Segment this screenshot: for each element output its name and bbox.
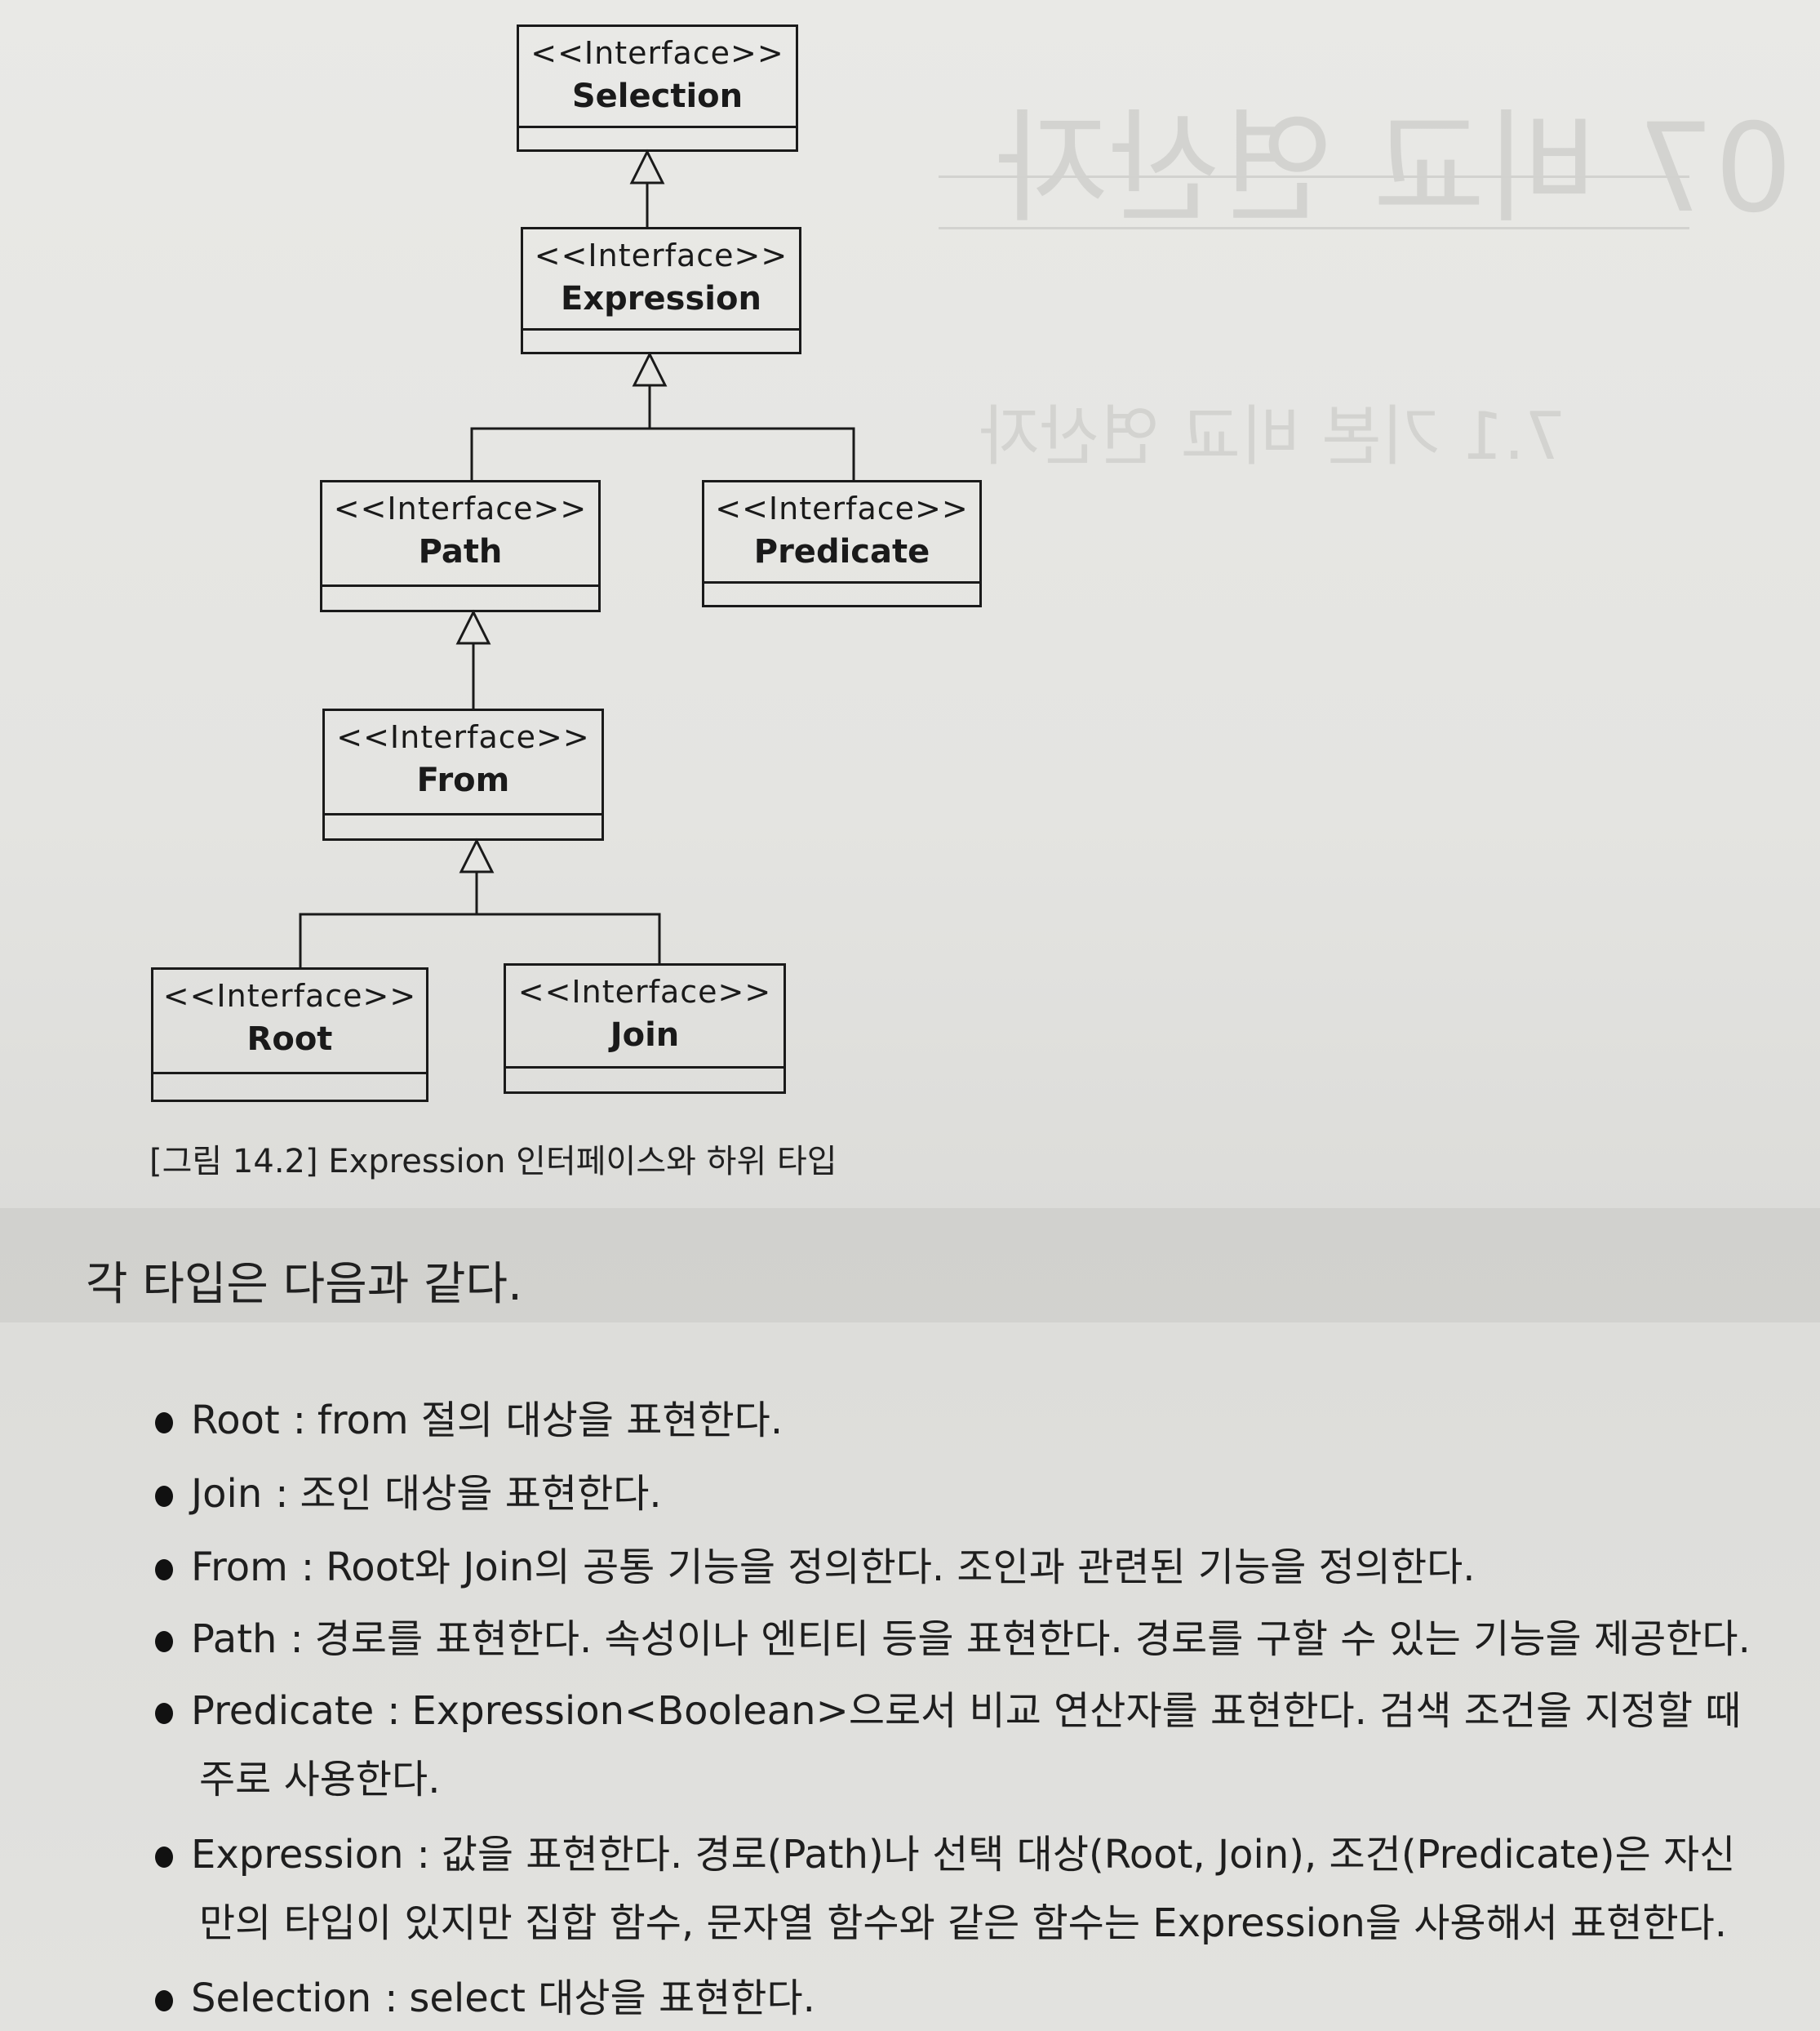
description: from 절의 대상을 표현한다. [317,1398,783,1443]
compartment-divider [523,328,799,331]
list-item-selection: Selection:select 대상을 표현한다. [155,1966,815,2023]
list-item-expression: Expression:값을 표현한다. 경로(Path)나 선택 대상(Root… [155,1822,1735,1879]
compartment-divider [322,584,598,587]
separator: : [387,1688,401,1734]
compartment-divider [519,126,796,128]
description: 조인 대상을 표현한다. [300,1471,662,1517]
class-name: Root [246,1020,333,1058]
bullet-icon [155,1703,173,1724]
stereotype-label: <<Interface>> [530,35,784,71]
intro-paragraph: 각 타입은 다음과 같다. [86,1258,522,1311]
uml-connectors [299,149,855,967]
bullet-icon [155,1847,173,1868]
separator: : [416,1832,430,1878]
stereotype-label: <<Interface>> [336,719,590,755]
class-name: From [416,762,510,799]
term: From [191,1544,288,1590]
bullet-icon [155,1559,173,1580]
separator: : [292,1398,306,1443]
list-item-path: Path:경로를 표현한다. 속성이나 엔티티 등을 표현한다. 경로를 구할 … [155,1607,1751,1664]
uml-class-from: <<Interface>> From [322,709,604,841]
class-name: Predicate [753,533,930,571]
class-name: Path [418,533,503,571]
bullet-icon [155,1486,173,1507]
bullet-icon [155,1631,173,1652]
bullet-icon [155,1990,173,2011]
list-item-predicate: Predicate:Expression<Boolean>으로서 비교 연산자를… [155,1678,1741,1735]
separator: : [275,1471,289,1517]
description: 값을 표현한다. 경로(Path)나 선택 대상(Root, Join), 조건… [441,1832,1736,1878]
class-name: Selection [571,78,744,115]
uml-class-join: <<Interface>> Join [504,963,786,1094]
separator: : [300,1544,315,1590]
list-item-from: From:Root와 Join의 공통 기능을 정의한다. 조인과 관련된 기능… [155,1535,1476,1592]
term: Expression [191,1832,404,1878]
description: Expression<Boolean>으로서 비교 연산자를 표현한다. 검색 … [411,1688,1742,1734]
list-item-predicate-continuation: 주로 사용한다. [199,1757,441,1802]
compartment-divider [506,1066,783,1069]
term: Join [191,1471,263,1517]
list-item-root: Root:from 절의 대상을 표현한다. [155,1388,783,1445]
stereotype-label: <<Interface>> [333,491,588,527]
stereotype-label: <<Interface>> [534,238,788,273]
uml-class-expression: <<Interface>> Expression [521,227,801,354]
stereotype-label: <<Interface>> [517,974,772,1010]
compartment-divider [153,1072,426,1074]
description: Root와 Join의 공통 기능을 정의한다. 조인과 관련된 기능을 정의한… [326,1544,1476,1590]
stereotype-label: <<Interface>> [715,491,969,527]
stereotype-label: <<Interface>> [162,978,417,1014]
description: 경로를 표현한다. 속성이나 엔티티 등을 표현한다. 경로를 구할 수 있는 … [314,1616,1751,1662]
class-name: Expression [561,280,761,318]
uml-class-predicate: <<Interface>> Predicate [702,480,982,607]
uml-class-root: <<Interface>> Root [151,967,428,1102]
term: Predicate [191,1688,375,1734]
term: Path [191,1616,277,1662]
compartment-divider [704,581,979,584]
compartment-divider [325,813,601,816]
list-item-expression-continuation: 만의 타입이 있지만 집합 함수, 문자열 함수와 같은 함수는 Express… [199,1900,1728,1946]
description: select 대상을 표현한다. [409,1975,815,2021]
separator: : [290,1616,304,1662]
term: Root [191,1398,280,1443]
uml-class-path: <<Interface>> Path [320,480,601,612]
term: Selection [191,1975,372,2021]
bullet-icon [155,1412,173,1433]
class-name: Join [610,1016,680,1054]
list-item-join: Join:조인 대상을 표현한다. [155,1461,662,1518]
uml-class-selection: <<Interface>> Selection [517,24,798,152]
figure-caption: [그림 14.2] Expression 인터페이스와 하위 타입 [149,1143,837,1180]
separator: : [384,1975,398,2021]
